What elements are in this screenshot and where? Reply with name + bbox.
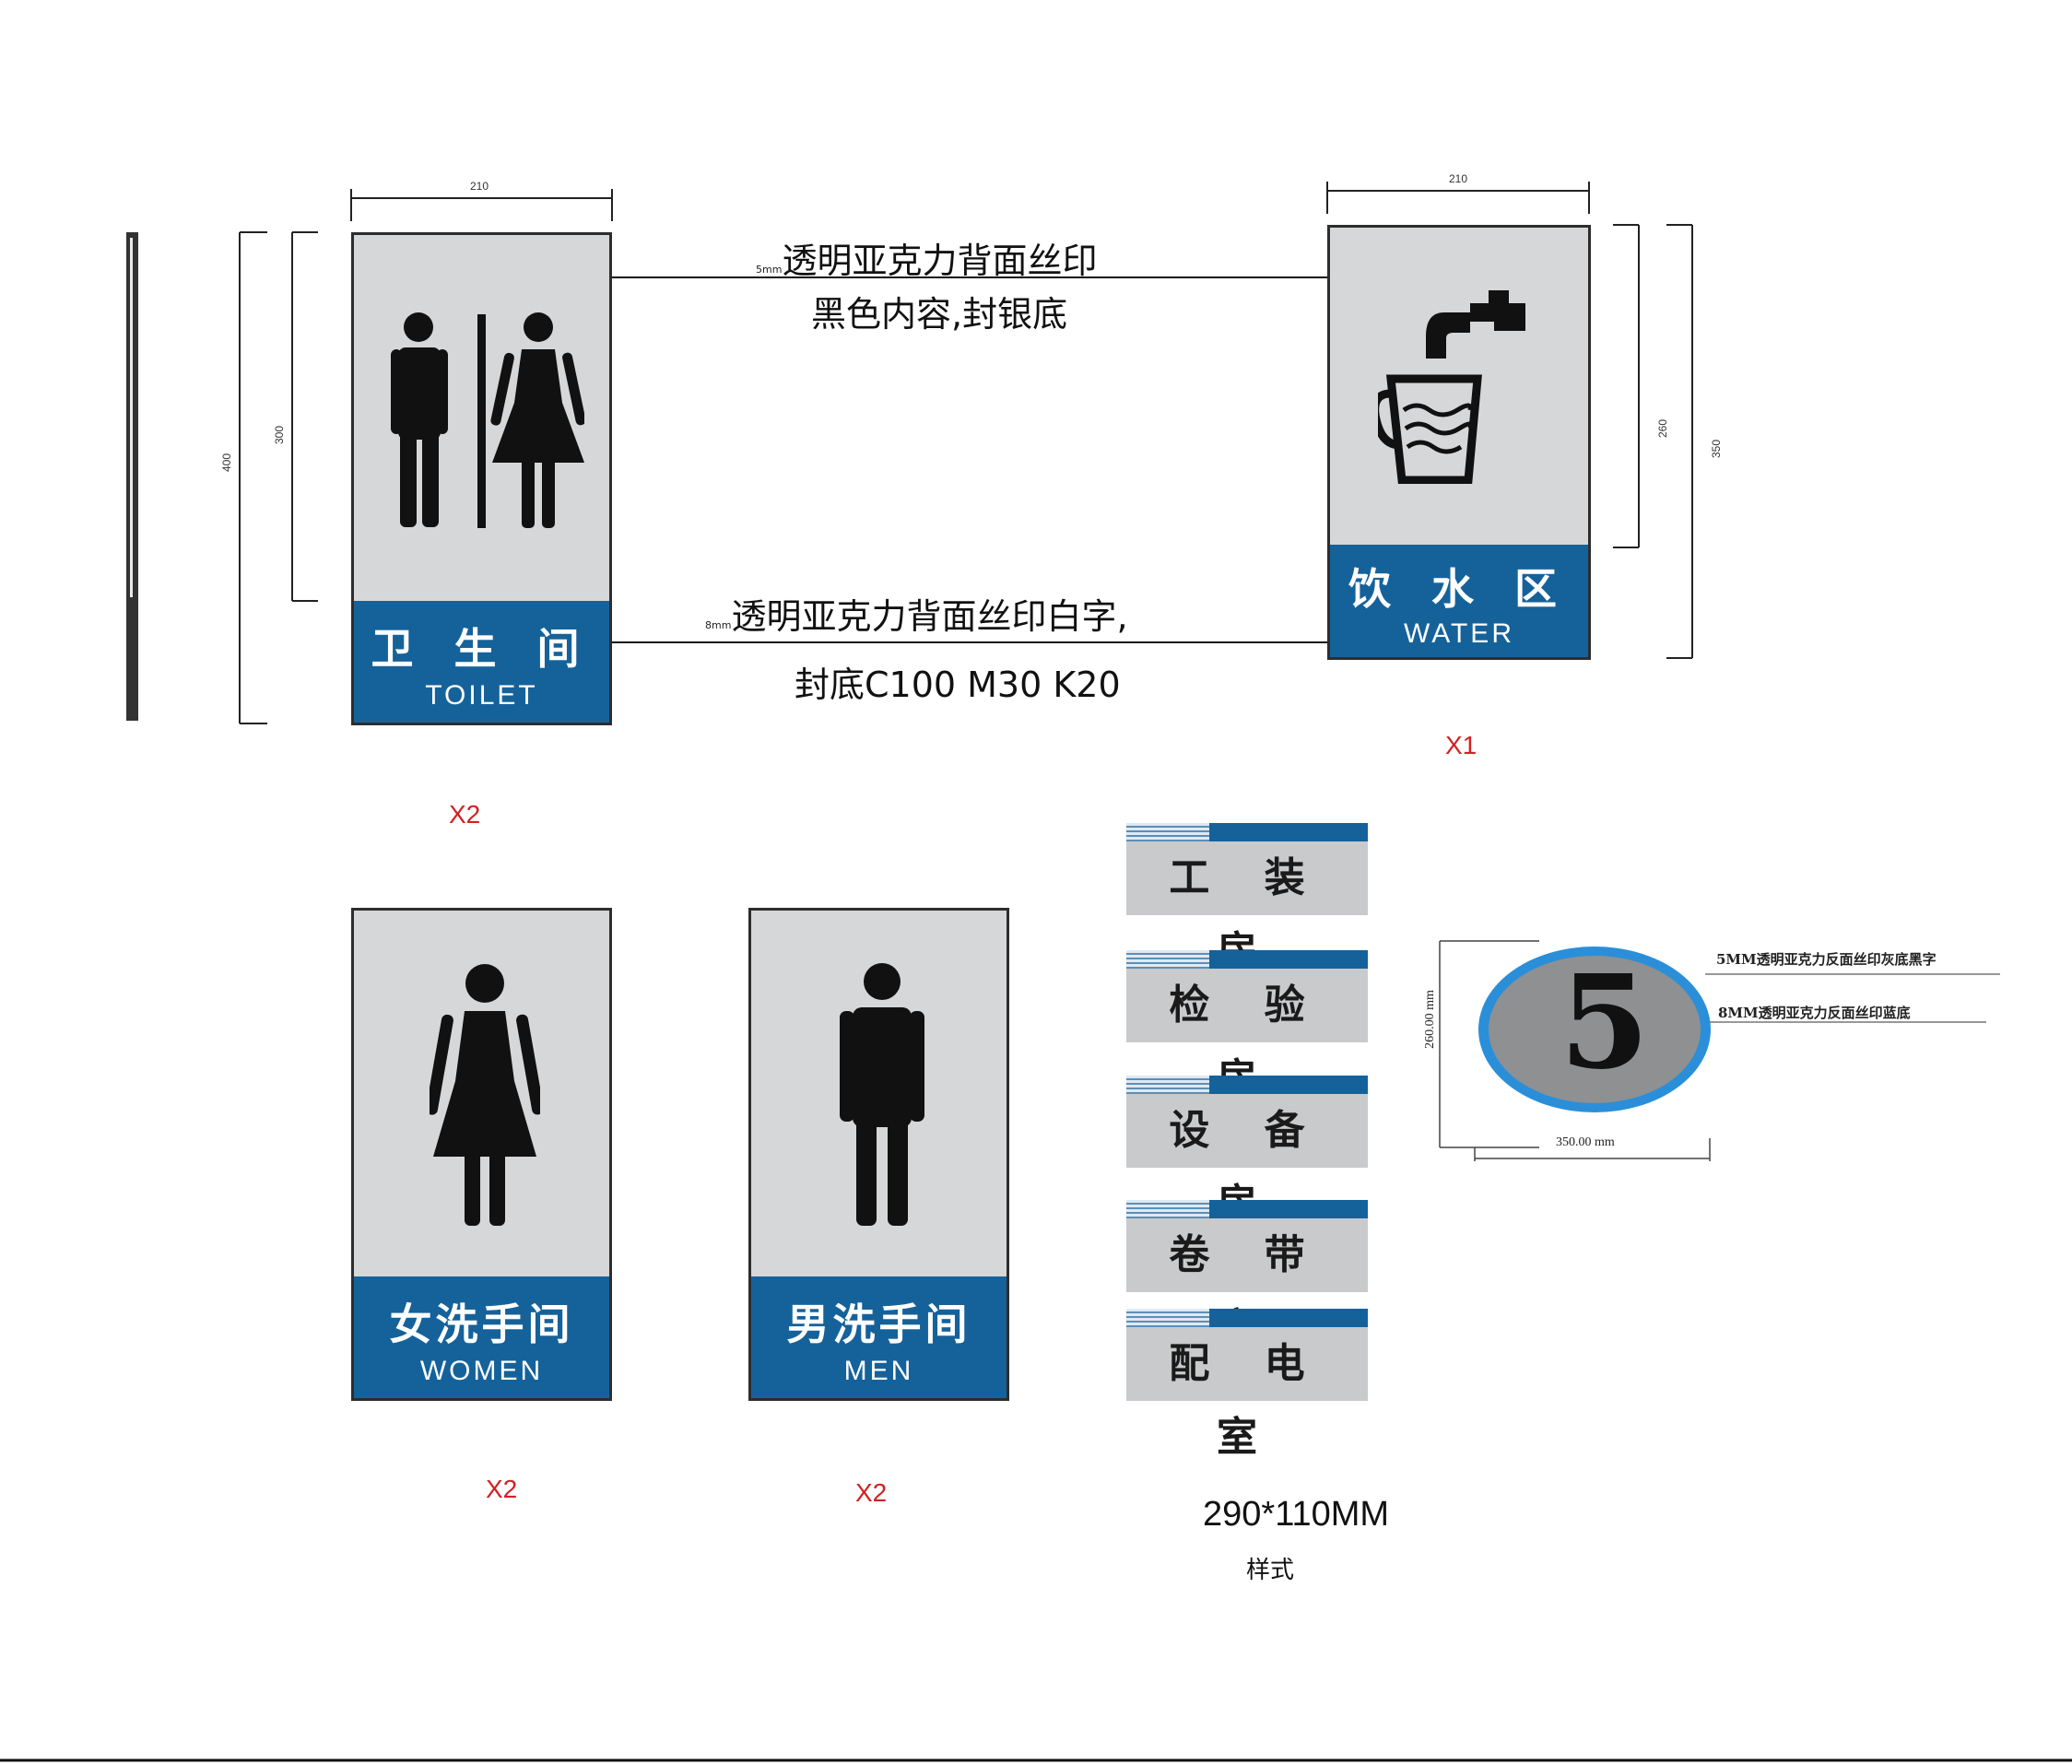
water-sign: 饮 水 区 WATER: [1327, 225, 1591, 660]
toilet-qty: X2: [449, 800, 481, 829]
woman-icon: [430, 964, 540, 1226]
toilet-total-height-label: 400: [220, 453, 234, 473]
men-cn-label: 男洗手间: [786, 1299, 971, 1349]
man-woman-icon: [391, 312, 584, 528]
water-cn-label: 饮 水 区: [1348, 564, 1571, 614]
women-sign: 女洗手间 WOMEN: [351, 908, 612, 1401]
toilet-cn-label: 卫 生 间: [371, 624, 593, 674]
room-plate-label: 配 电 室: [1126, 1327, 1368, 1461]
bottom-note-thickness: 8mm: [705, 619, 732, 631]
toilet-band: 卫 生 间 TOILET: [354, 601, 609, 723]
number-plate-height: 260.00 mm: [1422, 990, 1437, 1049]
room-plate-size: 290*110MM: [1203, 1495, 1390, 1534]
room-plate-label: 工 装 房: [1126, 841, 1368, 975]
water-en-label: WATER: [1404, 618, 1514, 649]
bottom-note-line2: 封底C100 M30 K20: [795, 664, 1121, 705]
number-plate: [1439, 940, 2000, 1161]
number-plate-digit: 5: [1560, 947, 1650, 1099]
room-plate-label: 检 验 房: [1126, 969, 1368, 1102]
room-plate: 检 验 房: [1126, 950, 1368, 1102]
number-plate-note1: 5MM透明亚克力反面丝印灰底黑字: [1716, 951, 1937, 968]
number-plate-width: 350.00 mm: [1556, 1135, 1615, 1149]
water-tap-cup-icon: [1378, 290, 1525, 484]
men-band: 男洗手间 MEN: [751, 1276, 1007, 1398]
women-cn-label: 女洗手间: [389, 1299, 574, 1349]
bottom-note-line1: 透明亚克力背面丝印白字,: [731, 596, 1128, 637]
top-note-line2: 黑色内容,封银底: [811, 294, 1068, 335]
room-plate-label: 设 备 房: [1126, 1094, 1368, 1228]
water-qty: X1: [1445, 731, 1477, 759]
men-qty: X2: [855, 1478, 888, 1507]
room-plate: 卷 带 房: [1126, 1200, 1368, 1352]
toilet-inner-height-label: 300: [273, 425, 287, 445]
room-plate-style-label: 样式: [1246, 1557, 1295, 1584]
room-plate: 配 电 室: [1126, 1309, 1368, 1461]
toilet-en-label: TOILET: [425, 680, 538, 711]
water-band: 饮 水 区 WATER: [1330, 545, 1588, 657]
room-plate: 工 装 房: [1126, 823, 1368, 975]
women-en-label: WOMEN: [419, 1356, 544, 1386]
toilet-width-label: 210: [470, 180, 489, 193]
room-plate: 设 备 房: [1126, 1076, 1368, 1228]
men-en-label: MEN: [843, 1356, 914, 1386]
water-total-height-label: 350: [1710, 439, 1724, 459]
number-plate-note2: 8MM透明亚克力反面丝印蓝底: [1718, 1005, 1911, 1021]
water-width-label: 210: [1449, 172, 1468, 185]
top-note-line1: 透明亚克力背面丝印: [782, 241, 1098, 281]
side-profile-bar: [126, 232, 138, 721]
man-icon: [840, 963, 924, 1226]
bottom-note: 8mm透明亚克力背面丝印白字,: [705, 588, 1128, 639]
top-note: 5mm透明亚克力背面丝印: [756, 232, 1097, 283]
women-qty: X2: [486, 1475, 518, 1503]
women-band: 女洗手间 WOMEN: [354, 1276, 609, 1398]
room-plate-label: 卷 带 房: [1126, 1218, 1368, 1352]
water-inner-height-label: 260: [1656, 418, 1670, 439]
top-note-thickness: 5mm: [756, 264, 783, 276]
toilet-sign: 卫 生 间 TOILET: [351, 232, 612, 725]
men-sign: 男洗手间 MEN: [748, 908, 1009, 1401]
